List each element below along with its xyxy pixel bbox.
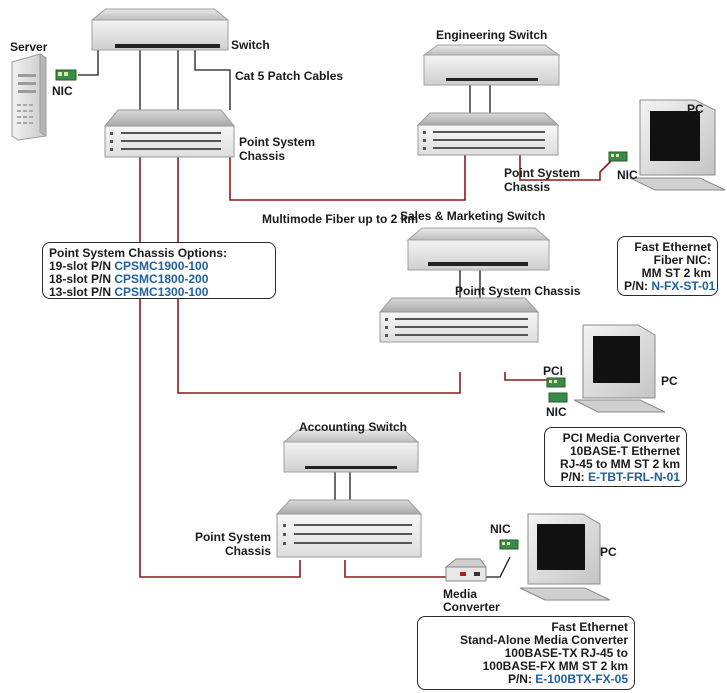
- pci-nic-icon: [546, 377, 568, 403]
- part-number: E-TBT-FRL-N-01: [588, 470, 680, 484]
- cat5-label: Cat 5 Patch Cables: [235, 69, 344, 83]
- pc-label-accounting: PC: [600, 545, 617, 559]
- nic-icon: [499, 539, 519, 550]
- main-chassis: [103, 109, 236, 158]
- engineering-switch-label: Engineering Switch: [436, 28, 548, 42]
- server-icon: [11, 53, 47, 141]
- chassis-option-row: 13-slot P/N CPSMC1300-100: [49, 285, 209, 299]
- nic-label-accounting: NIC: [490, 522, 511, 536]
- fiber-nic-box: Fast Ethernet Fiber NIC: MM ST 2 km P/N:…: [617, 236, 718, 296]
- pc-label-engineering: PC: [687, 102, 704, 116]
- main-chassis-label-line1: Point System: [239, 135, 316, 149]
- accounting-chassis-label-line2: Chassis: [224, 544, 271, 558]
- engineering-chassis-label-line2: Chassis: [504, 180, 551, 194]
- nic-label: NIC: [52, 84, 73, 98]
- accounting-chassis-label-line1: Point System: [194, 530, 271, 544]
- chassis-options-title: Point System Chassis Options:: [49, 246, 228, 260]
- engineering-switch: [422, 44, 561, 86]
- engineering-chassis-label-line1: Point System: [504, 166, 581, 180]
- standalone-media-converter-box: Fast Ethernet Stand-Alone Media Converte…: [417, 616, 635, 690]
- main-switch: [90, 8, 230, 51]
- pci-label: PCI: [543, 364, 564, 378]
- sales-chassis-label: Point System Chassis: [455, 284, 581, 298]
- sales-switch-label: Sales & Marketing Switch: [400, 209, 546, 223]
- chassis-option-row: 19-slot P/N CPSMC1900-100: [49, 259, 209, 273]
- pc-label-sales: PC: [661, 374, 678, 388]
- main-chassis-label-line2: Chassis: [239, 149, 286, 163]
- pc-icon-accounting: [519, 513, 611, 601]
- cable-nic-switch: [78, 46, 125, 76]
- accounting-switch-label: Accounting Switch: [299, 420, 407, 434]
- pc-icon-engineering: [629, 99, 726, 191]
- nic-icon: [55, 69, 77, 81]
- media-converter-label-line1: Media: [443, 587, 478, 601]
- nic-label-sales: NIC: [546, 405, 567, 419]
- sales-switch: [406, 227, 551, 271]
- chassis-options-box: Point System Chassis Options: 19-slot P/…: [42, 242, 276, 299]
- nic-icon: [608, 151, 628, 162]
- fiber-engineering-pc: [519, 152, 613, 181]
- engineering-chassis: [416, 112, 560, 156]
- sales-chassis: [378, 297, 540, 343]
- fiber-sales-pci: [504, 372, 548, 381]
- accounting-switch: [282, 429, 420, 473]
- media-converter-label-line2: Converter: [443, 600, 500, 614]
- part-number: E-100BTX-FX-05: [535, 672, 628, 686]
- accounting-chassis: [275, 499, 423, 558]
- part-number: N-FX-ST-01: [651, 279, 716, 293]
- chassis-option-row: 18-slot P/N CPSMC1800-200: [49, 272, 209, 286]
- fiber-to-accounting: [139, 150, 301, 578]
- multimode-fiber-label: Multimode Fiber up to 2 km: [262, 212, 419, 226]
- switch-label: Switch: [231, 38, 270, 52]
- server-label: Server: [10, 40, 48, 54]
- fiber-to-engineering: [229, 150, 466, 201]
- pci-media-converter-box: PCI Media Converter 10BASE-T Ethernet RJ…: [544, 427, 687, 487]
- part-number: CPSMC1300-100: [114, 285, 209, 299]
- pc-icon-sales: [573, 324, 666, 413]
- part-number: CPSMC1900-100: [114, 259, 209, 273]
- media-converter-icon: [444, 558, 487, 582]
- fiber-accounting-mc: [344, 560, 450, 578]
- nic-label-engineering: NIC: [617, 168, 638, 182]
- part-number: CPSMC1800-200: [114, 272, 209, 286]
